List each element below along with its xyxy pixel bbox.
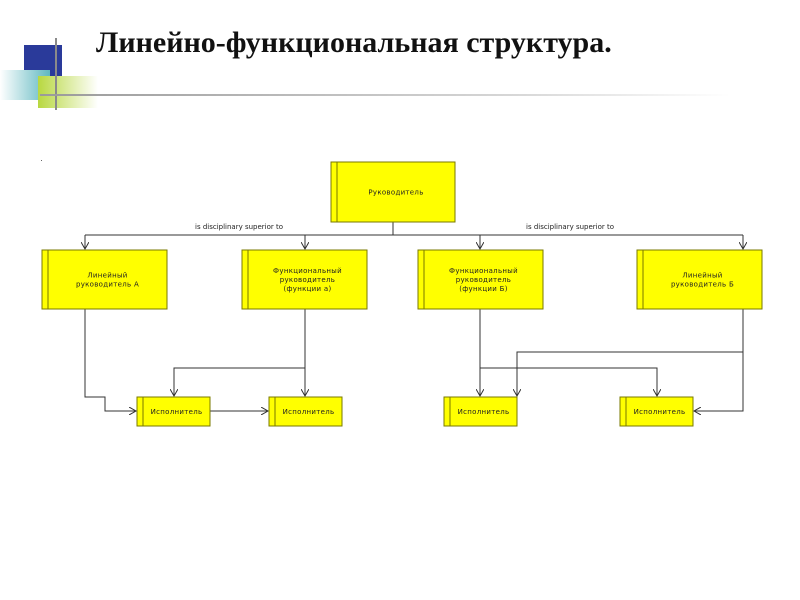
node-label-line: Исполнитель (458, 408, 510, 416)
node-head: Руководитель (330, 161, 456, 223)
node-label-line: Линейный (87, 272, 127, 280)
node-label-line: Исполнитель (151, 408, 203, 416)
node-label-line: Функциональный (273, 267, 342, 275)
node-box (619, 396, 694, 427)
node-label-line: руководитель (456, 276, 511, 284)
node-label-line: руководитель (280, 276, 335, 284)
node-label-line: руководитель А (76, 281, 139, 289)
node-box (330, 161, 456, 223)
node-label-line: (функции а) (283, 285, 331, 293)
node-box (241, 249, 368, 310)
node-box (41, 249, 168, 310)
connector-line-9 (174, 309, 306, 396)
node-label-line: Исполнитель (283, 408, 335, 416)
deco-square-green (38, 76, 98, 108)
deco-vertical-rule (55, 38, 57, 110)
edge-label-right: is disciplinary superior to (526, 223, 614, 231)
stray-mark (41, 160, 42, 161)
connector-line-14 (517, 309, 744, 396)
node-box (417, 249, 544, 310)
connector-line-13 (480, 367, 657, 396)
node-label-line: Функциональный (449, 267, 518, 275)
node-exec-1: Исполнитель (136, 396, 211, 427)
node-label-line: Линейный (682, 272, 722, 280)
connector-line-7 (84, 309, 105, 398)
node-box (443, 396, 518, 427)
node-box (136, 396, 211, 427)
connector-layer (85, 222, 743, 411)
node-exec-2: Исполнитель (268, 396, 343, 427)
node-label-line: Исполнитель (634, 408, 686, 416)
slide-title: Линейно-функциональная структура. (96, 26, 612, 59)
node-exec-4: Исполнитель (619, 396, 694, 427)
connector-line-8 (85, 396, 136, 411)
node-label-line: Руководитель (368, 189, 423, 197)
node-exec-3: Исполнитель (443, 396, 518, 427)
node-box (636, 249, 763, 310)
edge-label-left: is disciplinary superior to (195, 223, 283, 231)
node-box (268, 396, 343, 427)
node-label-line: руководитель Б (671, 281, 734, 289)
title-underline (40, 94, 730, 96)
node-label-line: (функции Б) (459, 285, 508, 293)
connector-line-15 (694, 352, 744, 411)
